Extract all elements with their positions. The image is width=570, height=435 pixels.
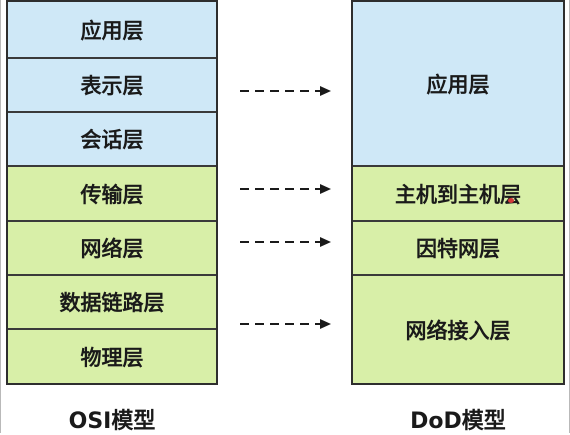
dod-layer-internet-label: 因特网层 — [416, 237, 500, 261]
dod-divider — [353, 165, 563, 167]
osi-divider — [8, 57, 216, 59]
osi-layer-presentation: 表示层 — [8, 59, 216, 111]
dod-layer-host-to-host: 主机到主机层 — [353, 167, 563, 220]
arrow-link-mapping — [240, 319, 331, 329]
dod-divider — [353, 220, 563, 222]
osi-layer-physical-label: 物理层 — [80, 345, 144, 370]
dod-layer-host-to-host-label: 主机到主机层 — [395, 182, 521, 207]
dod-layer-application-label: 应用层 — [426, 72, 490, 97]
osi-layer-network: 网络层 — [8, 222, 216, 274]
osi-divider — [8, 274, 216, 276]
osi-divider — [8, 328, 216, 330]
osi-layer-application-label: 应用层 — [80, 18, 144, 43]
dod-layer-network-access: 网络接入层 — [353, 276, 563, 383]
osi-layer-physical: 物理层 — [8, 330, 216, 383]
dod-layer-application: 应用层 — [353, 2, 563, 165]
osi-model-stack: 应用层 表示层 会话层 传输层 网络层 数据链路层 物理层 — [6, 0, 218, 385]
arrow-network-mapping — [240, 237, 331, 247]
osi-layer-application: 应用层 — [8, 2, 216, 57]
dod-model-stack: 应用层 主机到主机层 因特网层 网络接入层 — [351, 0, 565, 385]
osi-layer-presentation-label: 表示层 — [80, 74, 144, 98]
osi-layer-transport-label: 传输层 — [80, 182, 144, 207]
frame-left-edge — [0, 0, 1, 433]
arrow-application-mapping — [240, 86, 331, 96]
osi-divider — [8, 220, 216, 222]
osi-layer-transport: 传输层 — [8, 167, 216, 220]
osi-model-caption: OSI模型 — [68, 409, 156, 434]
osi-layer-session-label: 会话层 — [80, 128, 144, 152]
osi-layer-data-link: 数据链路层 — [8, 276, 216, 328]
dod-divider — [353, 274, 563, 276]
arrow-transport-mapping — [240, 184, 331, 194]
dod-layer-internet: 因特网层 — [353, 222, 563, 274]
osi-layer-data-link-label: 数据链路层 — [59, 291, 165, 315]
dod-layer-network-access-label: 网络接入层 — [405, 318, 511, 343]
red-marker-dot — [508, 198, 514, 203]
dod-model-caption: DoD模型 — [410, 409, 506, 434]
osi-divider — [8, 165, 216, 167]
osi-layer-session: 会话层 — [8, 113, 216, 165]
osi-divider — [8, 111, 216, 113]
osi-layer-network-label: 网络层 — [80, 237, 144, 261]
